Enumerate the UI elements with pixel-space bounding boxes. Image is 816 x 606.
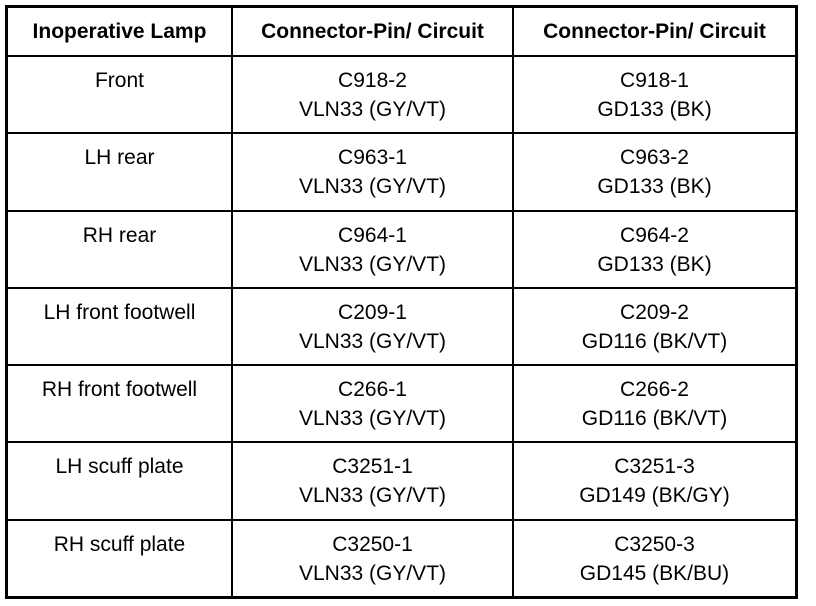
lamp-name: Front <box>94 69 144 92</box>
lamp-name: LH rear <box>84 146 155 170</box>
circuit: GD145 (BK/BU) <box>579 561 730 585</box>
lamp-cell: LH rear <box>8 132 233 212</box>
circuit: GD149 (BK/GY) <box>579 484 730 508</box>
lamp-cell: LH scuff plate <box>8 441 233 521</box>
lamp-cell: Front <box>8 54 233 135</box>
connector-pin: C3251-1 <box>332 455 413 479</box>
lamp-name: RH front footwell <box>41 378 198 402</box>
connector-pin: C3251-3 <box>614 455 695 479</box>
lamp-name: LH front footwell <box>43 300 196 324</box>
lamp-circuit-table-frame: Inoperative Lamp Connector-Pin/ Circuit … <box>5 5 798 599</box>
circuit: GD133 (BK) <box>597 98 712 121</box>
lamp-cell: RH scuff plate <box>8 518 233 596</box>
lamp-name: RH scuff plate <box>53 532 186 556</box>
circuit: VLN33 (GY/VT) <box>298 175 447 199</box>
connector-pin: C3250-1 <box>332 532 413 556</box>
connector-pin: C918-1 <box>620 69 689 92</box>
connector-pin: C209-1 <box>338 300 407 324</box>
lamp-cell: LH front footwell <box>8 286 233 367</box>
circuit: GD133 (BK) <box>597 252 712 276</box>
circuit: GD116 (BK/VT) <box>581 407 728 431</box>
circuit: VLN33 (GY/VT) <box>298 98 447 121</box>
connector-pin: C209-2 <box>620 300 689 324</box>
connector-pin: C964-1 <box>338 223 407 247</box>
header-connector-pin-circuit-2: Connector-Pin/ Circuit <box>512 8 795 57</box>
lamp-name: RH rear <box>82 223 157 247</box>
connector-pin: C918-2 <box>338 69 407 92</box>
circuit: GD116 (BK/VT) <box>581 329 728 353</box>
lamp-cell: RH rear <box>8 209 233 289</box>
connector-pin: C964-2 <box>620 223 689 247</box>
circuit: VLN33 (GY/VT) <box>298 561 447 585</box>
circuit: VLN33 (GY/VT) <box>298 407 447 431</box>
circuit: VLN33 (GY/VT) <box>298 484 447 508</box>
connector-pin: C266-2 <box>620 378 689 402</box>
circuit: GD133 (BK) <box>597 175 712 199</box>
circuit: VLN33 (GY/VT) <box>298 252 447 276</box>
connector-pin: C963-1 <box>338 146 407 170</box>
table-header-row: Inoperative Lamp Connector-Pin/ Circuit … <box>8 8 795 57</box>
header-inoperative-lamp: Inoperative Lamp <box>8 8 233 57</box>
connector-pin: C963-2 <box>620 146 689 170</box>
circuit: VLN33 (GY/VT) <box>298 329 447 353</box>
lamp-circuit-table: Inoperative Lamp Connector-Pin/ Circuit … <box>8 8 795 596</box>
lamp-cell: RH front footwell <box>8 364 233 444</box>
lamp-name: LH scuff plate <box>55 455 184 479</box>
connector-pin: C266-1 <box>338 378 407 402</box>
connector-pin: C3250-3 <box>614 532 695 556</box>
header-connector-pin-circuit-1: Connector-Pin/ Circuit <box>231 8 514 57</box>
